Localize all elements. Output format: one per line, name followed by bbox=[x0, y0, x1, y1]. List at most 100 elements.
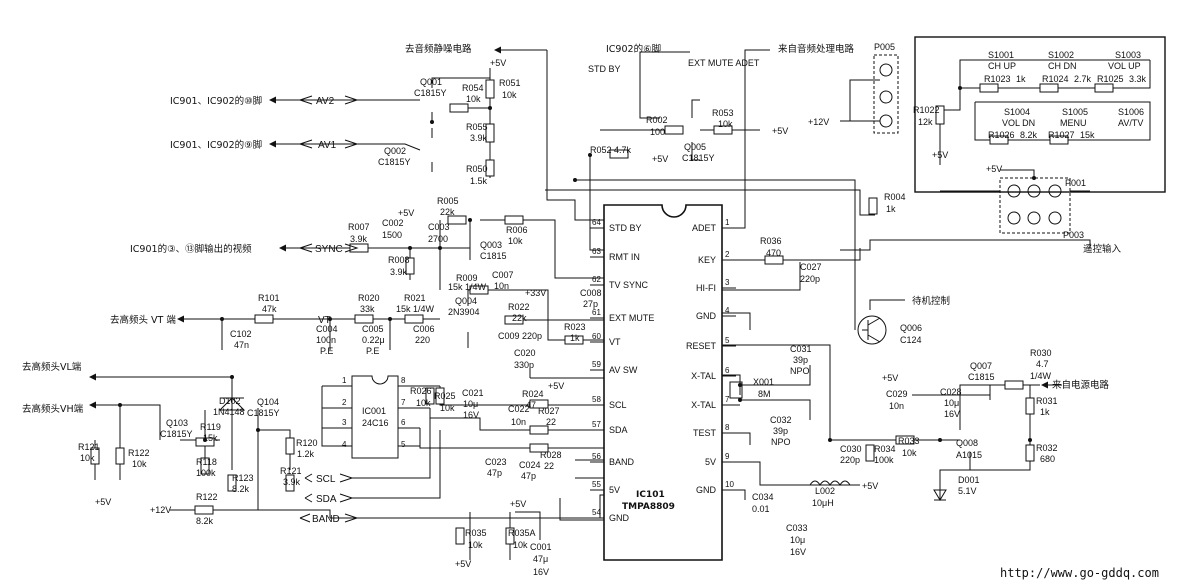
ic101-pin-num: 7 bbox=[725, 395, 730, 404]
ic101-pin-name: GND bbox=[696, 485, 717, 495]
label-ic902-pin6: IC902的⑥脚 bbox=[606, 43, 661, 55]
c033-val: 10μ bbox=[790, 535, 805, 545]
c023-ref: C023 bbox=[485, 457, 507, 467]
keypad-r1026-val: 8.2k bbox=[1020, 130, 1038, 140]
d102-part: 1N4148 bbox=[213, 407, 245, 417]
r032-val: 680 bbox=[1040, 454, 1055, 464]
c034-val: 0.01 bbox=[752, 504, 770, 514]
label-ic-pin10: IC901、IC902的⑩脚 bbox=[170, 95, 262, 107]
ic001-pin-7: 7 bbox=[401, 398, 406, 407]
r026-val: 10k bbox=[416, 398, 431, 408]
c030-val: 220p bbox=[840, 455, 860, 465]
c005-val: 0.22μ bbox=[362, 335, 385, 345]
signal-tags: AV2 AV1 SYNC VT SCL SDA BAND bbox=[299, 95, 359, 525]
r053-ref: R053 bbox=[712, 108, 734, 118]
switch-s1005-ref: S1005 bbox=[1062, 107, 1088, 117]
r035-ref: R035 bbox=[465, 528, 487, 538]
ic101-pin-num: 62 bbox=[592, 275, 601, 284]
r050-val: 1.5k bbox=[470, 176, 488, 186]
r050-ref: R050 bbox=[466, 164, 488, 174]
r026-ref: R026 bbox=[410, 386, 432, 396]
q104-part: C1815Y bbox=[247, 408, 280, 418]
switch-s1005-label: MENU bbox=[1060, 118, 1087, 128]
switch-s1004-label: VOL DN bbox=[1002, 118, 1035, 128]
r051-val: 10k bbox=[502, 90, 517, 100]
q003-ref: Q003 bbox=[480, 240, 502, 250]
left-labels: IC901、IC902的⑩脚 IC901、IC902的⑨脚 IC901的③、⑬脚… bbox=[22, 95, 290, 415]
c024-val: 47p bbox=[521, 471, 536, 481]
c102-val: 47n bbox=[234, 340, 249, 350]
r024-ref: R024 bbox=[522, 389, 544, 399]
ic001-part: 24C16 bbox=[362, 418, 389, 428]
c020-val: 330p bbox=[514, 360, 534, 370]
label-p003: P003 bbox=[1063, 230, 1084, 240]
ic101-pin-name: VT bbox=[609, 337, 621, 347]
tag-band: BAND bbox=[312, 514, 340, 525]
l002-ref: L002 bbox=[815, 486, 835, 496]
component-labels: Q001 C1815Y Q002 C1815Y Q003 C1815 Q004 … bbox=[78, 77, 1058, 577]
q008-ref: Q008 bbox=[956, 438, 978, 448]
ic101-pin-num: 63 bbox=[592, 247, 601, 256]
label-plus33: +33V bbox=[525, 288, 546, 298]
ic101-part: TMPA8809 bbox=[622, 502, 675, 512]
r121-ref: R121 bbox=[78, 442, 100, 452]
ic101-pin-name: BAND bbox=[609, 457, 635, 467]
r122b-val: 8.2k bbox=[196, 516, 214, 526]
label-plus5-avsw: +5V bbox=[548, 381, 564, 391]
c008-ref: C008 bbox=[580, 288, 602, 298]
r121-val: 10k bbox=[80, 453, 95, 463]
ic101-pin-name: STD BY bbox=[609, 223, 642, 233]
r030-ref: R030 bbox=[1030, 348, 1052, 358]
tag-scl: SCL bbox=[316, 474, 336, 485]
r027-ref: R027 bbox=[538, 406, 560, 416]
r008-ref: R008 bbox=[388, 255, 410, 265]
switch-s1001-ref: S1001 bbox=[988, 50, 1014, 60]
r119-ref: R119 bbox=[200, 422, 221, 432]
ic101-right-pins: 1ADET2KEY3HI-FI4GND5RESET6X-TAL7X-TAL8TE… bbox=[686, 218, 736, 495]
label-plus5-p001: +5V bbox=[986, 164, 1002, 174]
ic101-pin-num: 9 bbox=[725, 452, 730, 461]
ic101-pin-name: GND bbox=[609, 513, 630, 523]
r053-val: 10k bbox=[718, 119, 733, 129]
ic101-pin-num: 1 bbox=[725, 218, 730, 227]
label-plus5-r035: +5V bbox=[455, 559, 471, 569]
r005-val: 22k bbox=[440, 207, 455, 217]
label-plus5-c029: +5V bbox=[882, 373, 898, 383]
c033-volt: 16V bbox=[790, 547, 806, 557]
keypad-block: R1022 12k S1001 CH UP S1002 CH DN S1003 … bbox=[913, 50, 1147, 140]
c032-ref: C032 bbox=[770, 415, 792, 425]
c001-ref: C001 bbox=[530, 542, 552, 552]
q007-part: C1815 bbox=[968, 372, 995, 382]
keypad-r1027-val: 15k bbox=[1080, 130, 1095, 140]
c003-ref: C003 bbox=[428, 222, 450, 232]
tag-sync: SYNC bbox=[315, 244, 343, 255]
d102-ref: D102 bbox=[219, 396, 241, 406]
ic001-pin-8: 8 bbox=[401, 376, 406, 385]
c029-val: 10n bbox=[889, 401, 904, 411]
ic101-pin-num: 2 bbox=[725, 250, 730, 259]
keypad-r1022-val: 12k bbox=[918, 117, 933, 127]
ic101-pin-num: 60 bbox=[592, 332, 601, 341]
label-plus5-r005: +5V bbox=[398, 208, 414, 218]
r054-val: 10k bbox=[466, 94, 481, 104]
r122-val: 10k bbox=[132, 459, 147, 469]
r123-val: 8.2k bbox=[232, 484, 250, 494]
label-plus5-q103: +5V bbox=[95, 497, 111, 507]
c002-ref: C002 bbox=[382, 218, 404, 228]
resistor-symbols bbox=[90, 79, 1114, 545]
r122b-ref: R122 bbox=[196, 492, 218, 502]
r051-ref: R051 bbox=[499, 78, 521, 88]
r036-val: 470 bbox=[766, 248, 781, 258]
ic101-pin-num: 6 bbox=[725, 366, 730, 375]
ic101-pin-num: 58 bbox=[592, 395, 601, 404]
diode-symbols bbox=[218, 397, 947, 501]
r023-val: 1k bbox=[570, 333, 580, 343]
ic101-pin-name: SDA bbox=[609, 425, 628, 435]
r006-ref: R006 bbox=[506, 225, 528, 235]
q004-part: 2N3904 bbox=[448, 307, 480, 317]
r121b-ref: R121 bbox=[280, 466, 302, 476]
keypad-r1022-ref: R1022 bbox=[913, 105, 940, 115]
c002-val: 1500 bbox=[382, 230, 402, 240]
q002-part: C1815Y bbox=[378, 157, 411, 167]
